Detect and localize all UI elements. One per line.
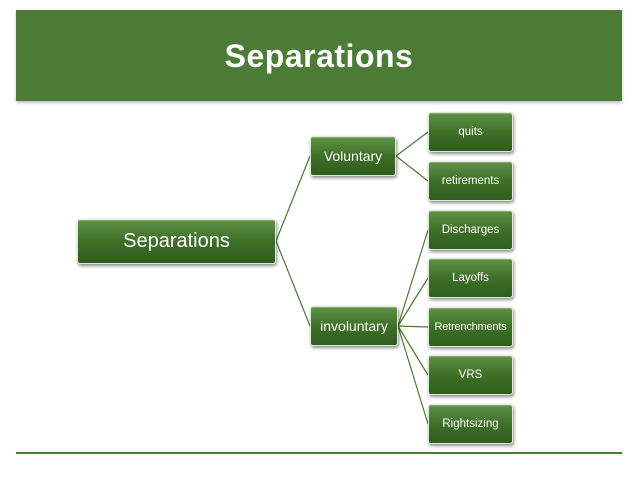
node-vrs: VRS — [428, 355, 513, 395]
node-retirements: retirements — [428, 161, 513, 201]
node-discharges: Discharges — [428, 210, 513, 250]
page-title: Separations — [224, 38, 414, 74]
connector-involuntary-discharges — [397, 229, 429, 327]
node-quits: quits — [428, 112, 513, 152]
connector-root-voluntary — [275, 155, 311, 242]
connector-voluntary-quits — [395, 131, 429, 157]
node-voluntary: Voluntary — [310, 136, 396, 176]
node-retrenchments: Retrenchments — [428, 307, 513, 347]
node-layoffs: Layoffs — [428, 258, 513, 298]
title-bar: Separations — [16, 10, 622, 101]
connector-involuntary-rightsizing — [397, 325, 429, 425]
footer-divider — [16, 452, 622, 454]
connector-voluntary-retirements — [395, 155, 429, 182]
node-rightsizing: Rightsizing — [428, 404, 513, 444]
connector-root-involuntary — [275, 240, 311, 327]
node-separations-root: Separations — [77, 219, 276, 264]
connector-involuntary-retrenchments — [397, 325, 429, 328]
node-involuntary: involuntary — [310, 306, 398, 346]
connector-involuntary-vrs — [397, 325, 429, 376]
connector-involuntary-layoffs — [397, 277, 429, 327]
